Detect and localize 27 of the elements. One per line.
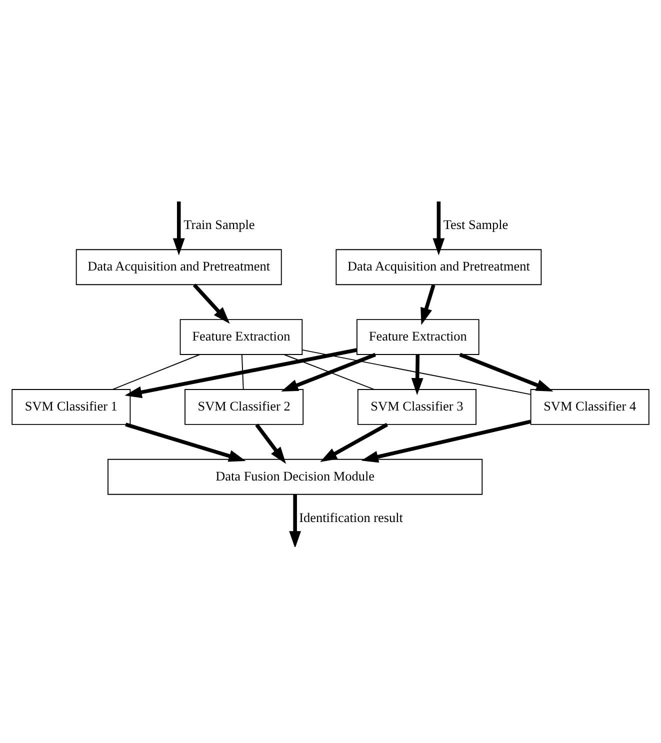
node-box: Data Acquisition and Pretreatment [76, 248, 282, 285]
node-box: Data Fusion Decision Module [108, 458, 483, 494]
arrow [361, 419, 531, 462]
connector [241, 354, 244, 390]
arrow [255, 423, 286, 464]
arrow [420, 284, 436, 324]
node-box: SVM Classifier 4 [530, 388, 650, 424]
node-box: SVM Classifier 2 [184, 388, 304, 424]
node-box: SVM Classifier 1 [12, 388, 131, 424]
arrow [459, 352, 554, 392]
arrow [320, 422, 388, 462]
connector [302, 348, 532, 394]
arrow [411, 354, 424, 395]
node-box: Feature Extraction [180, 318, 303, 354]
node-box: SVM Classifier 3 [357, 388, 476, 424]
arrow [124, 348, 358, 398]
arrow [125, 422, 246, 462]
arrow [432, 201, 445, 255]
arrow [192, 283, 230, 324]
arrow [172, 201, 185, 255]
node-box: Data Acquisition and Pretreatment [336, 248, 542, 285]
arrow [289, 494, 302, 546]
connector [112, 354, 200, 390]
edge-label: Train Sample [184, 216, 255, 232]
edge-label: Test Sample [443, 216, 508, 232]
edge-label: Identification result [299, 509, 403, 524]
node-box: Feature Extraction [356, 318, 480, 354]
